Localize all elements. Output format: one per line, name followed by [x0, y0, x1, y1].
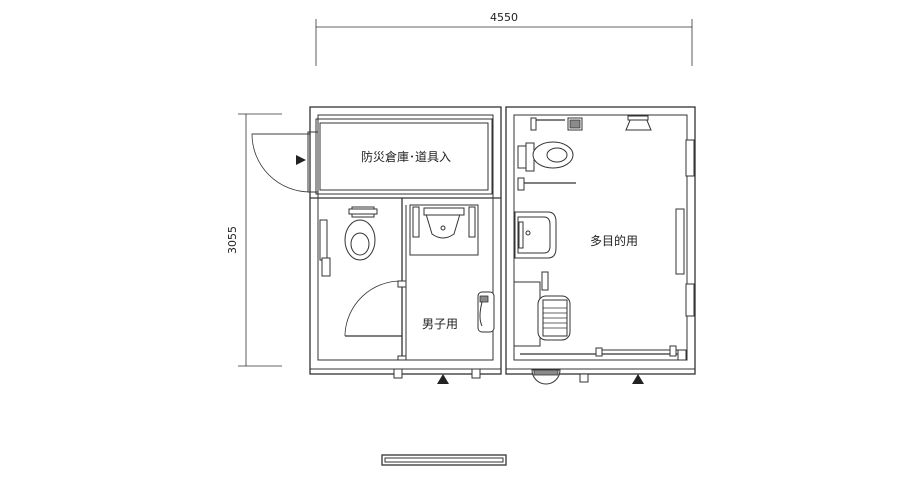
storage-room: 防災倉庫･道具入	[310, 118, 501, 199]
depth-dimension: 3055	[226, 113, 282, 367]
depth-dimension-label: 3055	[226, 226, 239, 254]
multipurpose-entrance-arrow-icon	[632, 374, 644, 384]
storage-room-label: 防災倉庫･道具入	[361, 149, 451, 164]
mens-entrance-arrow-icon	[437, 374, 449, 384]
base-slab	[381, 454, 507, 466]
storage-door	[251, 131, 319, 193]
multipurpose-room-label: 多目的用	[590, 233, 638, 248]
changing-board	[543, 307, 567, 329]
multipurpose-room: 多目的用	[513, 115, 695, 385]
width-dimension-label: 4550	[490, 11, 518, 24]
entrance-arrow-icon	[296, 155, 306, 165]
mens-room: 男子用	[393, 204, 495, 384]
mens-room-label: 男子用	[422, 317, 458, 331]
width-dimension: 4550	[315, 11, 693, 66]
toilet-stall	[319, 198, 407, 361]
